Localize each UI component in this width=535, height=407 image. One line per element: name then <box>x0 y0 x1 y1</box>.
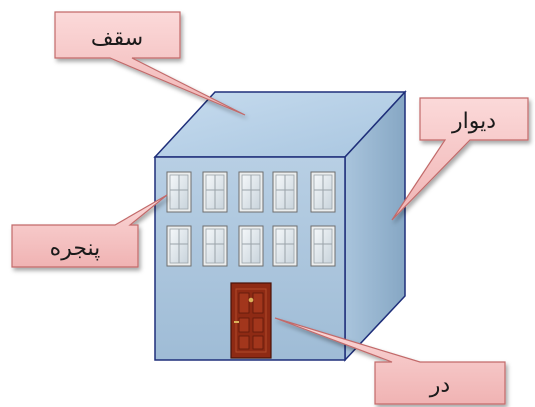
door-icon <box>230 282 272 359</box>
callout-window <box>11 194 168 268</box>
callout-wall <box>391 97 529 221</box>
window-icon <box>202 225 228 267</box>
window-icon <box>310 171 336 213</box>
window-icon <box>166 225 192 267</box>
label-wall: دیوار <box>451 109 496 134</box>
label-door: در <box>429 373 450 398</box>
window-icon <box>238 171 264 213</box>
window-icon <box>238 225 264 267</box>
window-icon <box>272 225 298 267</box>
windows <box>166 171 336 267</box>
window-icon <box>202 171 228 213</box>
window-icon <box>166 171 192 213</box>
callout-door <box>274 317 506 405</box>
callout-roof <box>54 11 246 116</box>
label-roof: سقف <box>91 26 143 51</box>
window-icon <box>272 171 298 213</box>
window-icon <box>310 225 336 267</box>
label-window: پنجره <box>50 236 101 261</box>
